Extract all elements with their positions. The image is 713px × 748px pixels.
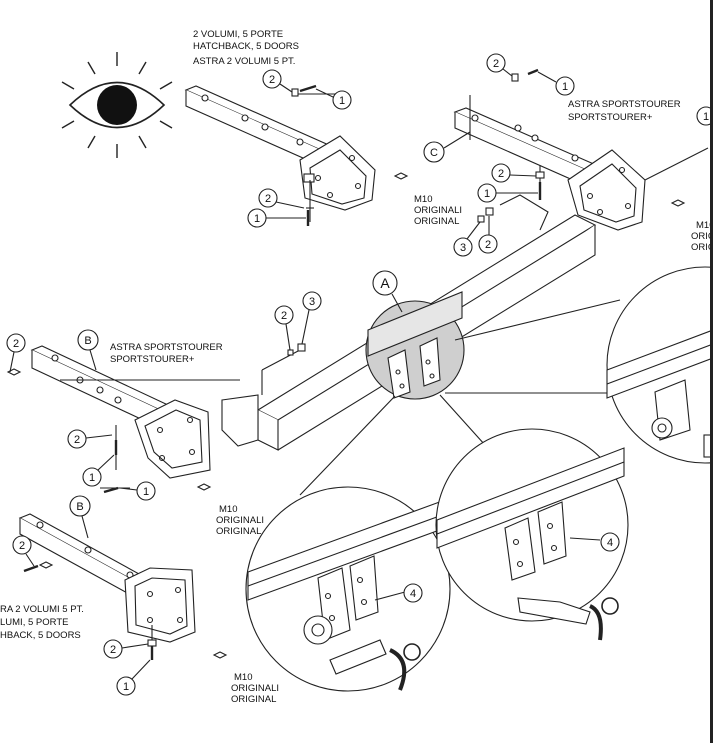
label-bottom-left-1: RA 2 VOLUMI 5 PT. bbox=[0, 604, 84, 615]
svg-text:2: 2 bbox=[281, 310, 287, 322]
callout-2: 2 bbox=[262, 69, 293, 93]
callout-2: 2 bbox=[67, 429, 113, 449]
callout-2: 2 bbox=[12, 535, 35, 567]
callout-2: 2 bbox=[478, 216, 498, 254]
svg-text:B: B bbox=[76, 501, 83, 513]
svg-text:2: 2 bbox=[493, 58, 499, 70]
label-top-center-3: ASTRA 2 VOLUMI 5 PT. bbox=[193, 56, 295, 67]
svg-text:A: A bbox=[380, 275, 390, 291]
svg-text:2: 2 bbox=[74, 434, 80, 446]
svg-text:1: 1 bbox=[254, 213, 260, 225]
label-m10-top: M10 bbox=[414, 194, 432, 205]
bottom-left-bracket bbox=[18, 513, 228, 660]
zoom-view-edge bbox=[606, 266, 713, 464]
svg-text:4: 4 bbox=[607, 537, 613, 549]
callout-2: 2 bbox=[486, 53, 513, 77]
callout-b-mid: B bbox=[77, 329, 99, 371]
label-m10-top-3: ORIGINAL bbox=[414, 216, 459, 227]
label-m10-bottom-3: ORIGINAL bbox=[231, 694, 276, 705]
svg-text:2: 2 bbox=[110, 644, 116, 656]
label-m10-right: M10 bbox=[696, 220, 713, 231]
label-m10-mid: M10 bbox=[219, 504, 237, 515]
callout-4: 4 bbox=[600, 532, 620, 552]
svg-text:B: B bbox=[84, 335, 91, 347]
callout-1: 1 bbox=[82, 454, 115, 487]
label-m10-mid-3: ORIGINAL bbox=[216, 526, 261, 537]
svg-text:C: C bbox=[430, 147, 438, 159]
svg-text:1: 1 bbox=[143, 486, 149, 498]
magnifier-a bbox=[365, 291, 465, 400]
svg-text:1: 1 bbox=[703, 111, 709, 123]
svg-text:2: 2 bbox=[269, 74, 275, 86]
left-mid-bracket bbox=[6, 345, 240, 491]
label-left-mid-2: SPORTSTOURER+ bbox=[110, 354, 195, 365]
callout-1: 1 bbox=[315, 88, 352, 110]
label-m10-bottom-2: ORIGINALI bbox=[231, 683, 279, 694]
svg-text:4: 4 bbox=[410, 588, 416, 600]
svg-text:1: 1 bbox=[89, 472, 95, 484]
svg-text:2: 2 bbox=[13, 338, 19, 350]
label-top-center-1: 2 VOLUMI, 5 PORTE bbox=[193, 29, 283, 40]
label-m10-top-2: ORIGINALI bbox=[414, 205, 462, 216]
svg-text:3: 3 bbox=[460, 242, 466, 254]
label-m10-bottom: M10 bbox=[234, 672, 252, 683]
callout-2: 2 bbox=[274, 305, 294, 351]
svg-text:3: 3 bbox=[309, 296, 315, 308]
callout-2: 2 bbox=[6, 333, 26, 373]
callout-a: A bbox=[372, 270, 403, 313]
callout-1: 1 bbox=[116, 659, 151, 696]
callout-1-clipped: 1 bbox=[696, 106, 713, 126]
label-m10-mid-2: ORIGINALI bbox=[216, 515, 264, 526]
label-bottom-left-2: LUMI, 5 PORTE bbox=[0, 617, 68, 628]
label-top-center-2: HATCHBACK, 5 DOORS bbox=[193, 41, 299, 52]
svg-text:2: 2 bbox=[498, 168, 504, 180]
right-edge-line bbox=[710, 0, 713, 743]
label-top-right-2: SPORTSTOURER+ bbox=[568, 112, 653, 123]
zoom-view-right bbox=[435, 428, 629, 641]
svg-text:1: 1 bbox=[562, 81, 568, 93]
callout-b-bottom: B bbox=[69, 495, 91, 539]
callout-1: 1 bbox=[119, 481, 156, 501]
callout-3: 3 bbox=[301, 291, 322, 345]
callout-2: 2 bbox=[103, 639, 149, 659]
callout-2: 2 bbox=[491, 163, 537, 183]
callout-2: 2 bbox=[258, 188, 305, 209]
svg-text:2: 2 bbox=[19, 540, 25, 552]
bolt-icon bbox=[23, 68, 545, 660]
callout-3: 3 bbox=[453, 221, 481, 257]
svg-text:1: 1 bbox=[123, 681, 129, 693]
callout-c: C bbox=[423, 131, 471, 163]
eye-icon bbox=[61, 52, 173, 158]
top-right-bracket bbox=[453, 95, 709, 231]
svg-text:1: 1 bbox=[339, 95, 345, 107]
label-bottom-left-3: HBACK, 5 DOORS bbox=[0, 630, 81, 641]
callout-4: 4 bbox=[403, 583, 423, 603]
top-center-bracket bbox=[184, 85, 409, 222]
svg-text:2: 2 bbox=[485, 239, 491, 251]
label-m10-right-3: ORIG bbox=[691, 242, 713, 253]
label-left-mid-1: ASTRA SPORTSTOURER bbox=[110, 342, 223, 353]
svg-text:2: 2 bbox=[265, 193, 271, 205]
label-top-right-1: ASTRA SPORTSTOURER bbox=[568, 99, 681, 110]
callout-1: 1 bbox=[477, 183, 538, 203]
zoom-view-left bbox=[245, 486, 451, 692]
callout-1: 1 bbox=[537, 71, 575, 96]
label-m10-right-2: ORIGI bbox=[691, 231, 713, 242]
callout-1: 1 bbox=[247, 208, 306, 228]
svg-text:1: 1 bbox=[484, 188, 490, 200]
